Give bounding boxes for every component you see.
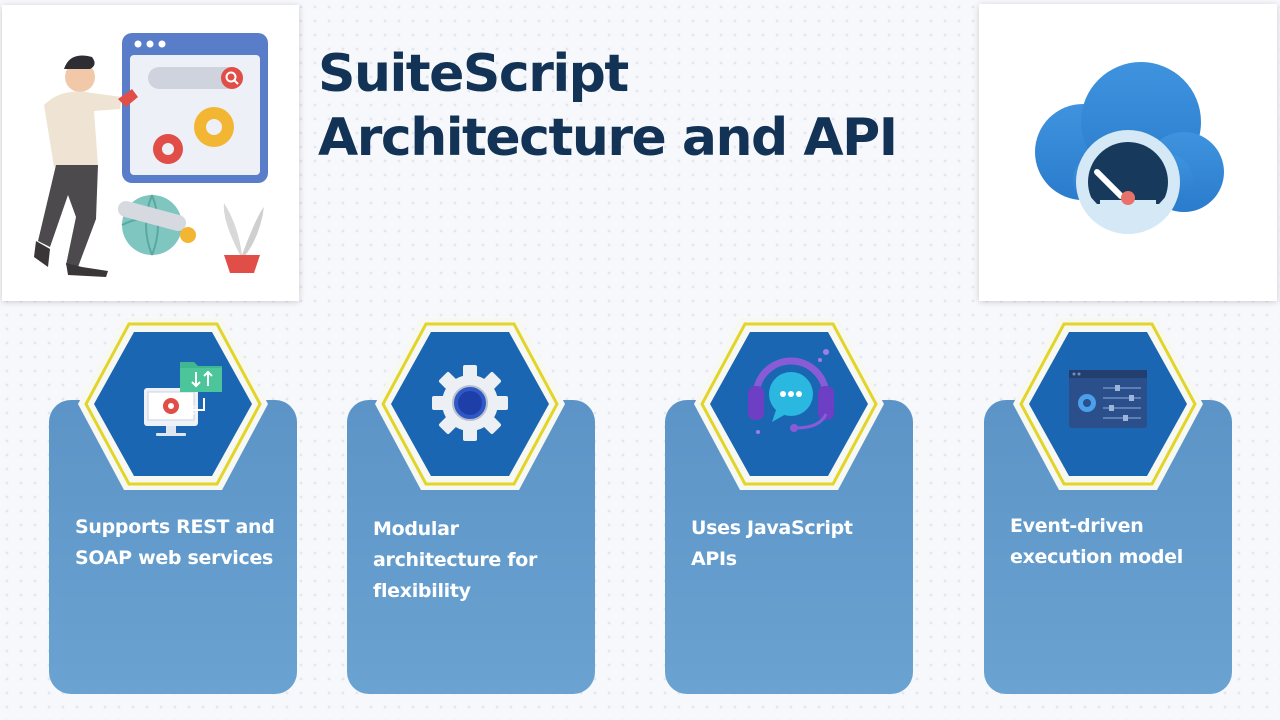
cloud-speedometer-illustration: [979, 4, 1277, 301]
title-line-1: SuiteScript: [318, 44, 629, 104]
monitor-settings-sync-icon: [144, 362, 222, 436]
hexagon-badge: [373, 314, 567, 494]
headset-chat-icon: [748, 349, 834, 434]
hexagon-badge: [76, 314, 270, 494]
title-line-2: Architecture and API: [318, 108, 898, 168]
feature-text: Event-driven execution model: [1010, 515, 1183, 568]
hexagon-badge: [1011, 314, 1205, 494]
settings-panel-icon: [1069, 370, 1147, 428]
feature-text: Uses JavaScript APIs: [691, 517, 853, 570]
hexagon-badge: [692, 314, 886, 494]
gear-icon: [432, 365, 508, 441]
feature-text: Modular architecture for flexibility: [373, 518, 538, 602]
page-title: SuiteScript Architecture and API: [318, 42, 958, 170]
feature-text: Supports REST and SOAP web services: [75, 516, 275, 569]
developer-illustration: [2, 5, 299, 301]
